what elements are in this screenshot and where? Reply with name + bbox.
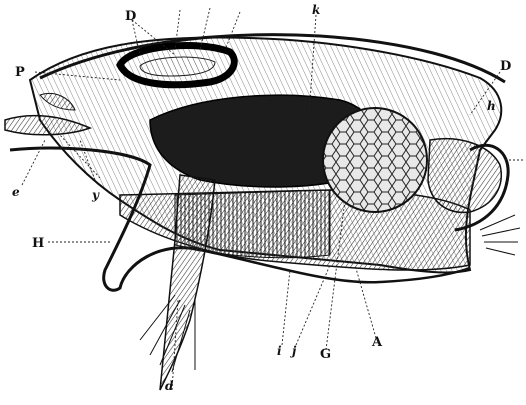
label-e: e <box>12 185 20 199</box>
label-y: y <box>91 188 100 202</box>
label-d: d <box>165 379 174 393</box>
label-P: P <box>15 65 25 80</box>
label-i: i <box>277 344 282 358</box>
label-A: A <box>371 335 383 350</box>
label-k: k <box>312 3 320 17</box>
label-D-top: D <box>125 9 136 24</box>
cellular-structure <box>323 108 427 212</box>
label-H: H <box>32 236 44 251</box>
label-G: G <box>320 347 331 362</box>
right-dark-structure <box>428 139 501 213</box>
label-D-right: D <box>500 59 511 74</box>
right-fringe <box>480 215 520 255</box>
label-h: h <box>487 99 496 113</box>
label-j: j <box>290 344 297 358</box>
